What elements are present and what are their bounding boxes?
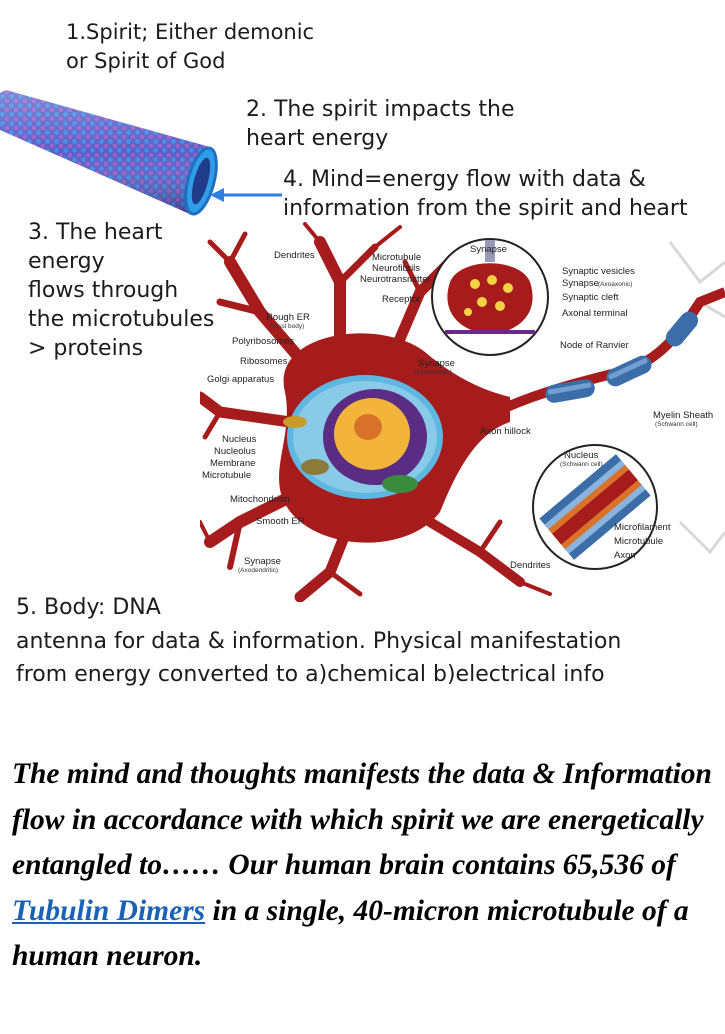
label-node-of-ranvier: Node of Ranvier	[560, 340, 629, 351]
label-nucleus: Nucleus	[222, 434, 257, 445]
label-synapse-axosomatic: Synapse	[418, 358, 455, 369]
label-dendrites-top: Dendrites	[274, 250, 315, 261]
caption-flow-line4: the microtubules	[28, 307, 215, 332]
label-mitochondrion: Mitochondrion	[230, 494, 290, 505]
label-golgi-apparatus: Golgi apparatus	[207, 374, 274, 385]
label-microtubule-inset: Microtubule	[614, 536, 663, 547]
label-nucleus-schwann-note: (Schwann cell)	[560, 461, 603, 468]
caption-flow-line2: energy	[28, 249, 105, 274]
label-schwann-cell: (Schwann cell)	[655, 421, 698, 428]
label-polyribosomes: Polyribosomes	[232, 336, 295, 347]
caption-flow-line5: > proteins	[28, 336, 144, 361]
summary-paragraph: The mind and thoughts manifests the data…	[12, 752, 717, 980]
caption-spirit-line2: or Spirit of God	[66, 49, 226, 73]
summary-text-part2: in a single, 40-micron microtubule of a …	[12, 894, 689, 973]
label-microfilament: Microfilament	[614, 522, 671, 533]
label-axon-hillock: Axon hillock	[480, 426, 531, 437]
label-membrane: Membrane	[210, 458, 255, 469]
label-smooth-er: Smooth ER	[256, 516, 305, 527]
label-axosomatic-note: (Axosomatic)	[414, 369, 452, 376]
label-microtubule-left: Microtubule	[202, 470, 251, 481]
label-synapse-axodendritic: Synapse	[244, 556, 281, 567]
label-neurofibrils: Neurofibrils	[372, 263, 420, 274]
caption-body-line1: 5. Body: DNA	[16, 595, 161, 620]
caption-flow-line3: flows through	[28, 278, 179, 303]
caption-heart-line2: heart energy	[246, 126, 389, 151]
label-nissl-body: (Nissl body)	[270, 323, 304, 330]
caption-body-line2: antenna for data & information. Physical…	[16, 629, 622, 654]
caption-spirit-line1: 1.Spirit; Either demonic	[66, 20, 315, 44]
label-synaptic-cleft: Synaptic cleft	[562, 292, 619, 303]
label-myelin-sheath: Myelin Sheath	[653, 410, 713, 421]
microtubule-illustration	[0, 90, 282, 216]
label-dendrites-bottom: Dendrites	[510, 560, 551, 571]
label-synapse-top: Synapse	[470, 244, 507, 255]
caption-mind-line2: information from the spirit and heart	[283, 196, 688, 221]
tubulin-dimers-link[interactable]: Tubulin Dimers	[12, 894, 206, 927]
label-axon: Axon	[614, 550, 636, 561]
caption-body-line3: from energy converted to a)chemical b)el…	[16, 662, 605, 687]
caption-mind-line1: 4. Mind=energy flow with data &	[283, 167, 646, 192]
label-microtubule: Microtubule	[372, 252, 421, 263]
label-synaptic-vesicles: Synaptic vesicles	[562, 266, 635, 277]
neuron-diagram: Dendrites Microtubule Neurofibrils Neuro…	[200, 222, 725, 602]
label-neurotransmitter: Neurotransmitter	[360, 274, 431, 285]
label-rough-er: Rough ER	[266, 312, 310, 323]
label-axoaxonic-note: (Axoaxonic)	[598, 281, 632, 288]
label-nucleolus: Nucleolus	[214, 446, 256, 457]
summary-text-part1: The mind and thoughts manifests the data…	[12, 758, 712, 881]
caption-flow-line1: 3. The heart	[28, 220, 163, 245]
label-nucleus-schwann: Nucleus	[564, 450, 599, 461]
label-axonal-terminal: Axonal terminal	[562, 308, 627, 319]
label-synapse-axoaxonic: Synapse	[562, 278, 599, 289]
label-axodendritic-note: (Axodendritic)	[238, 567, 278, 574]
label-receptor: Receptor	[382, 294, 421, 305]
caption-heart-line1: 2. The spirit impacts the	[246, 97, 515, 122]
label-ribosomes: Ribosomes	[240, 356, 288, 367]
